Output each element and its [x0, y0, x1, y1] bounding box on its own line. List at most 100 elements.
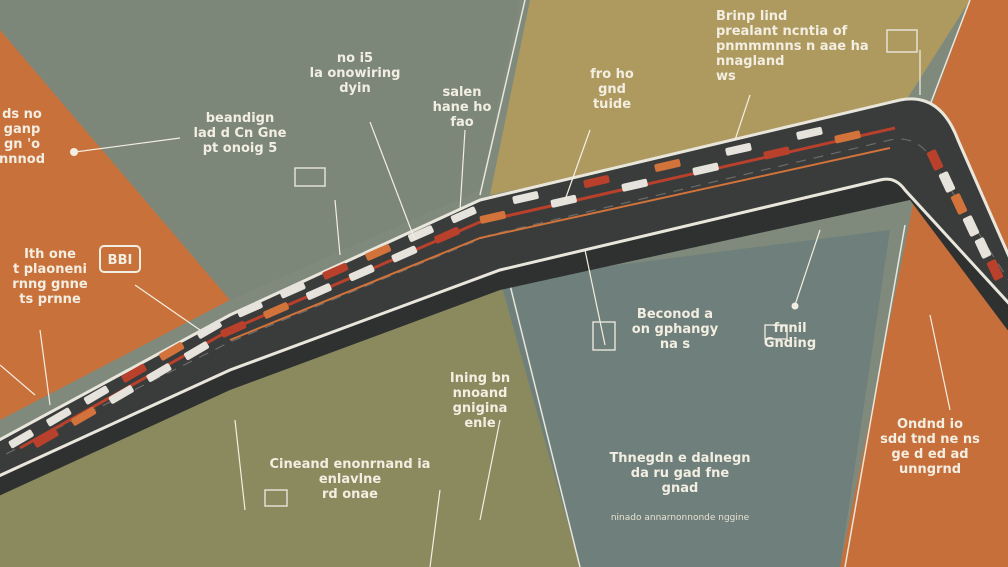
vehicle — [583, 175, 610, 188]
vehicle — [950, 193, 968, 215]
callout-line: prealant ncntia of — [716, 24, 848, 39]
callout-line: ge d ed ad — [891, 447, 968, 462]
callout-line: pt onoig 5 — [203, 141, 278, 156]
vehicle — [926, 149, 944, 171]
leader-line — [74, 137, 181, 153]
sign-icon — [764, 324, 788, 340]
vehicle — [33, 429, 59, 448]
callout-line: gn 'o — [4, 137, 40, 152]
leader-line — [584, 249, 606, 346]
callout-line: salen — [442, 85, 481, 100]
callout-line: Beconod a — [637, 307, 713, 322]
callout-line: Gnding — [764, 336, 816, 351]
callout-line: beandign — [206, 111, 274, 126]
vehicle — [962, 215, 980, 237]
vehicle — [108, 385, 134, 404]
road-surface — [0, 98, 1008, 476]
road-edge-bottom — [0, 177, 1008, 478]
callout-line: lad d Cn Gne — [194, 126, 287, 141]
vehicle — [365, 244, 392, 261]
sign-icon — [886, 29, 918, 53]
leader-line — [929, 314, 951, 411]
leader-line — [39, 329, 51, 406]
vehicle — [83, 385, 109, 405]
vehicle — [8, 429, 34, 449]
vehicle — [237, 300, 263, 318]
leader-line — [0, 364, 36, 396]
leader-line — [369, 121, 416, 241]
vehicle — [974, 237, 992, 259]
vehicle — [391, 245, 418, 263]
callout-line: Ondnd io — [897, 417, 963, 432]
callout-line: ts prnne — [19, 292, 81, 307]
callout-line: dyin — [339, 81, 371, 96]
callout-line: ninado annarnonnonde nggine — [611, 513, 750, 523]
callout-line: enlavlne — [319, 472, 381, 487]
vehicle — [621, 178, 648, 192]
vehicle — [692, 162, 719, 176]
panel-top-ochre — [490, 0, 970, 195]
callout-line: fnnil — [773, 321, 806, 336]
vehicle — [550, 194, 577, 208]
callout-line: no i5 — [337, 51, 373, 66]
callout-line: BBI — [108, 253, 133, 268]
callout-line: na s — [660, 337, 691, 352]
vehicle — [938, 171, 956, 193]
leader-line — [794, 229, 821, 306]
vehicle — [159, 342, 185, 361]
callout-line: tuide — [593, 97, 631, 112]
leader-line — [429, 489, 441, 567]
callout-line: nnnod — [0, 152, 45, 167]
callout-line: Cineand enonrnand ia — [270, 457, 431, 472]
callout-line: Ith one — [24, 247, 76, 262]
callout-line: fro ho — [590, 67, 634, 82]
leader-line — [734, 94, 751, 141]
panel-left-orange — [0, 30, 230, 420]
callout-line: hane ho — [433, 100, 492, 115]
callout-line: da ru gad fne — [631, 466, 730, 481]
divider-line-right — [844, 224, 906, 567]
leader-dot — [791, 302, 799, 310]
vehicle — [71, 407, 97, 426]
callout-line: ds no — [2, 107, 42, 122]
vehicle — [479, 210, 506, 224]
sign-icon — [294, 167, 326, 187]
badge-box — [99, 245, 141, 273]
divider-line-bottom — [509, 284, 581, 567]
callout-line: la onowiring — [310, 66, 401, 81]
vehicle — [512, 191, 539, 204]
vehicle — [196, 320, 222, 339]
callout-line: sdd tnd ne ns — [880, 432, 980, 447]
callout-line: enle — [464, 416, 496, 431]
vehicle — [46, 407, 72, 427]
vehicle — [146, 363, 172, 382]
callout-line: rd onae — [322, 487, 378, 502]
vehicle — [986, 259, 1004, 281]
leader-line — [134, 284, 201, 331]
callout-line: t plaoneni — [13, 262, 87, 277]
callout-line: pnmmmnns n aae ha — [716, 39, 869, 54]
leader-line — [334, 199, 341, 256]
callout-line: on gphangy — [632, 322, 719, 337]
divider-line-top-right — [929, 0, 971, 106]
traffic-stream-orange — [229, 147, 891, 341]
sign-icon — [264, 489, 288, 507]
callout-line: gnad — [662, 481, 699, 496]
vehicle — [450, 206, 477, 224]
vehicle — [279, 281, 306, 299]
callout-line: fao — [450, 115, 473, 130]
panel-right-orange — [840, 0, 1008, 567]
leader-dot — [70, 148, 78, 156]
leader-line — [564, 129, 591, 201]
